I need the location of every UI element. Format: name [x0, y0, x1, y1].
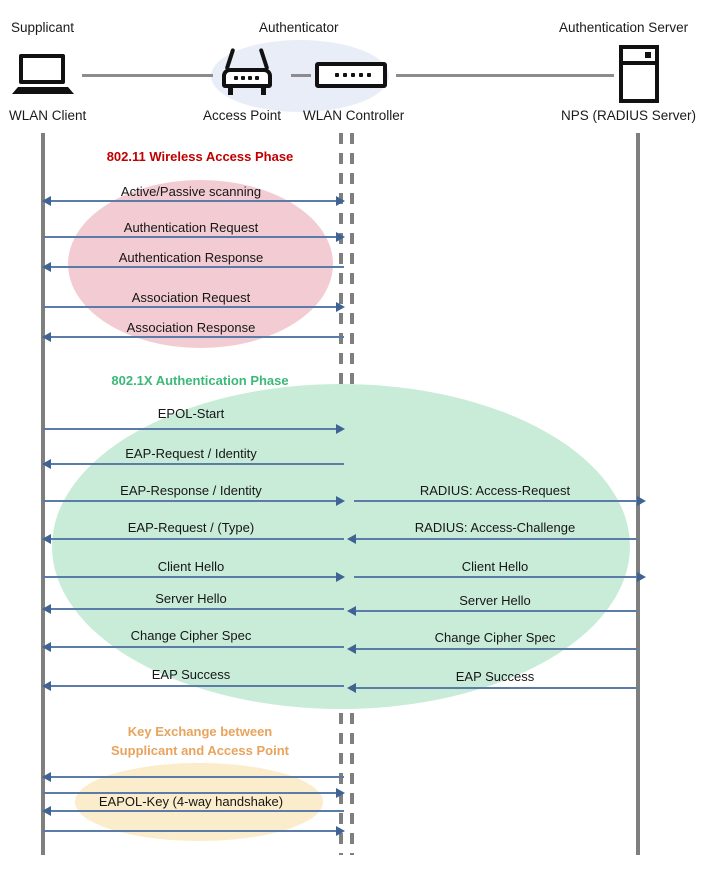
- node-label-access-point: Access Point: [203, 108, 282, 123]
- message-label-epol-start: EPOL-Start: [157, 406, 225, 421]
- message-label-eap-request-type: EAP-Request / (Type): [127, 520, 255, 535]
- wire-ap-controller: [291, 74, 311, 77]
- message-label-active-passive-scanning: Active/Passive scanning: [120, 184, 262, 199]
- message-arrow-client-hello-left: [43, 572, 345, 582]
- message-label-client-hello-left: Client Hello: [157, 559, 225, 574]
- message-arrow-eap-success-left: [42, 681, 344, 691]
- message-arrow-change-cipher-spec-right: [347, 644, 637, 654]
- message-label-server-hello-right: Server Hello: [459, 593, 531, 608]
- role-label-supplicant: Supplicant: [11, 20, 75, 35]
- phase-key-exchange-title-line2: Supplicant and Access Point: [111, 743, 289, 758]
- message-arrow-association-response: [42, 332, 344, 342]
- node-label-nps-radius-server: NPS (RADIUS Server): [561, 108, 697, 123]
- message-arrow-eapol-key-2: [43, 788, 345, 798]
- role-label-authenticator: Authenticator: [259, 20, 339, 35]
- server-icon: [619, 45, 659, 103]
- message-arrow-eap-request-type: [42, 534, 344, 544]
- message-arrow-eap-success-right: [347, 683, 637, 693]
- phase-8021x-ellipse: [52, 384, 630, 709]
- message-arrow-epol-start: [43, 424, 345, 434]
- message-label-change-cipher-spec-right: Change Cipher Spec: [434, 630, 556, 645]
- message-arrow-client-hello-right: [354, 572, 646, 582]
- message-arrow-change-cipher-spec-left: [42, 642, 344, 652]
- node-label-wlan-client: WLAN Client: [9, 108, 87, 123]
- message-label-association-response: Association Response: [126, 320, 256, 335]
- phase-key-exchange-title: Key Exchange between Supplicant and Acce…: [96, 722, 304, 760]
- message-label-change-cipher-spec-left: Change Cipher Spec: [130, 628, 252, 643]
- message-label-eap-request-identity: EAP-Request / Identity: [125, 446, 257, 461]
- message-arrow-radius-access-challenge: [347, 534, 637, 544]
- message-label-server-hello-left: Server Hello: [155, 591, 227, 606]
- message-arrow-eapol-key-1: [42, 772, 344, 782]
- message-arrow-authentication-request: [43, 232, 345, 242]
- access-point-icon: [218, 47, 276, 98]
- message-label-eap-response-identity: EAP-Response / Identity: [120, 483, 262, 498]
- role-label-authentication-server: Authentication Server: [559, 20, 689, 35]
- message-label-radius-access-request: RADIUS: Access-Request: [419, 483, 571, 498]
- message-arrow-server-hello-left: [42, 604, 344, 614]
- wire-client-ap: [82, 74, 213, 77]
- message-label-eapol-key-handshake: EAPOL-Key (4-way handshake): [98, 794, 284, 809]
- wire-controller-server: [396, 74, 614, 77]
- message-arrow-eap-request-identity: [42, 459, 344, 469]
- laptop-icon: [12, 54, 74, 98]
- lifeline-radius-server: [636, 133, 640, 855]
- message-label-radius-access-challenge: RADIUS: Access-Challenge: [414, 520, 576, 535]
- phase-80211-ellipse: [68, 180, 333, 348]
- message-arrow-eapol-key-3: [42, 806, 344, 816]
- message-label-eap-success-left: EAP Success: [151, 667, 231, 682]
- phase-key-exchange-title-line1: Key Exchange between: [127, 724, 273, 739]
- message-arrow-association-request: [43, 302, 345, 312]
- message-label-client-hello-right: Client Hello: [461, 559, 529, 574]
- message-arrow-server-hello-right: [347, 606, 637, 616]
- message-label-eap-success-right: EAP Success: [455, 669, 535, 684]
- lifeline-supplicant: [41, 133, 45, 855]
- phase-8021x-title: 802.1X Authentication Phase: [111, 373, 289, 388]
- node-label-wlan-controller: WLAN Controller: [303, 108, 405, 123]
- message-arrow-authentication-response: [42, 262, 344, 272]
- message-label-authentication-response: Authentication Response: [118, 250, 264, 265]
- message-arrow-eap-response-identity: [43, 496, 345, 506]
- message-arrow-radius-access-request: [354, 496, 646, 506]
- message-arrow-active-passive-scanning: [42, 196, 345, 206]
- message-arrow-eapol-key-4: [43, 826, 345, 836]
- wlan-controller-icon: [315, 62, 387, 88]
- message-label-association-request: Association Request: [131, 290, 251, 305]
- phase-80211-title: 802.11 Wireless Access Phase: [106, 149, 294, 164]
- message-label-authentication-request: Authentication Request: [123, 220, 259, 235]
